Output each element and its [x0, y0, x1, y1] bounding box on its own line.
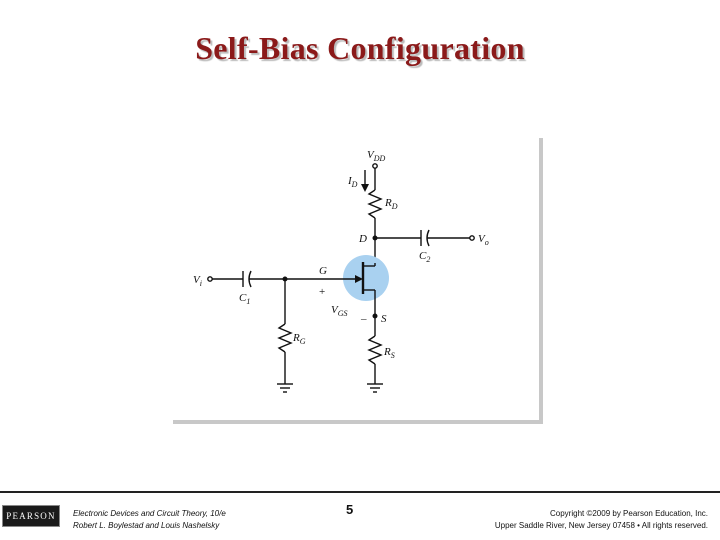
copyright-line-1: Copyright ©2009 by Pearson Education, In… — [550, 509, 708, 518]
rd-resistor — [367, 189, 383, 219]
rs-ground — [367, 383, 383, 393]
vgs-label: VGS — [331, 304, 348, 318]
self-bias-circuit-diagram: VDD ID RD D C2 Vo Vi C1 G + VGS – S RG R… — [193, 149, 489, 393]
rg-ground — [277, 383, 293, 393]
vo-terminal — [469, 235, 475, 241]
copyright-notice: Copyright ©2009 by Pearson Education, In… — [495, 508, 708, 532]
circuit-figure: VDD ID RD D C2 Vo Vi C1 G + VGS – S RG R… — [173, 138, 543, 424]
jfet-highlight — [343, 255, 389, 301]
jfet-gate-arrow — [355, 275, 363, 283]
copyright-line-2: Upper Saddle River, New Jersey 07458 • A… — [494, 521, 708, 530]
rg-label: RG — [292, 332, 306, 346]
footer-divider — [0, 491, 720, 493]
source-label: S — [381, 313, 387, 325]
id-label: ID — [347, 175, 358, 189]
vo-label: Vo — [478, 233, 489, 247]
book-authors: Robert L. Boylestad and Louis Nashelsky — [73, 521, 220, 530]
c1-label: C1 — [239, 292, 250, 306]
rs-resistor — [367, 335, 383, 365]
rs-label: RS — [383, 346, 395, 360]
vgs-plus-label: + — [319, 286, 325, 298]
gate-label: G — [319, 265, 327, 277]
c2-label: C2 — [419, 250, 430, 264]
drain-label: D — [358, 233, 367, 245]
vdd-terminal — [372, 163, 378, 169]
vgs-minus-label: – — [360, 313, 367, 325]
page-number: 5 — [346, 502, 354, 517]
rd-label: RD — [384, 197, 398, 211]
vi-terminal — [207, 276, 213, 282]
book-citation: Electronic Devices and Circuit Theory, 1… — [73, 508, 226, 532]
pearson-logo: PEARSON — [2, 505, 60, 527]
book-title: Electronic Devices and Circuit Theory, 1… — [73, 509, 226, 518]
vdd-label: VDD — [367, 149, 386, 163]
rg-resistor — [277, 323, 293, 353]
slide-title: Self-Bias Configuration — [195, 30, 525, 66]
vi-label: Vi — [193, 274, 202, 288]
